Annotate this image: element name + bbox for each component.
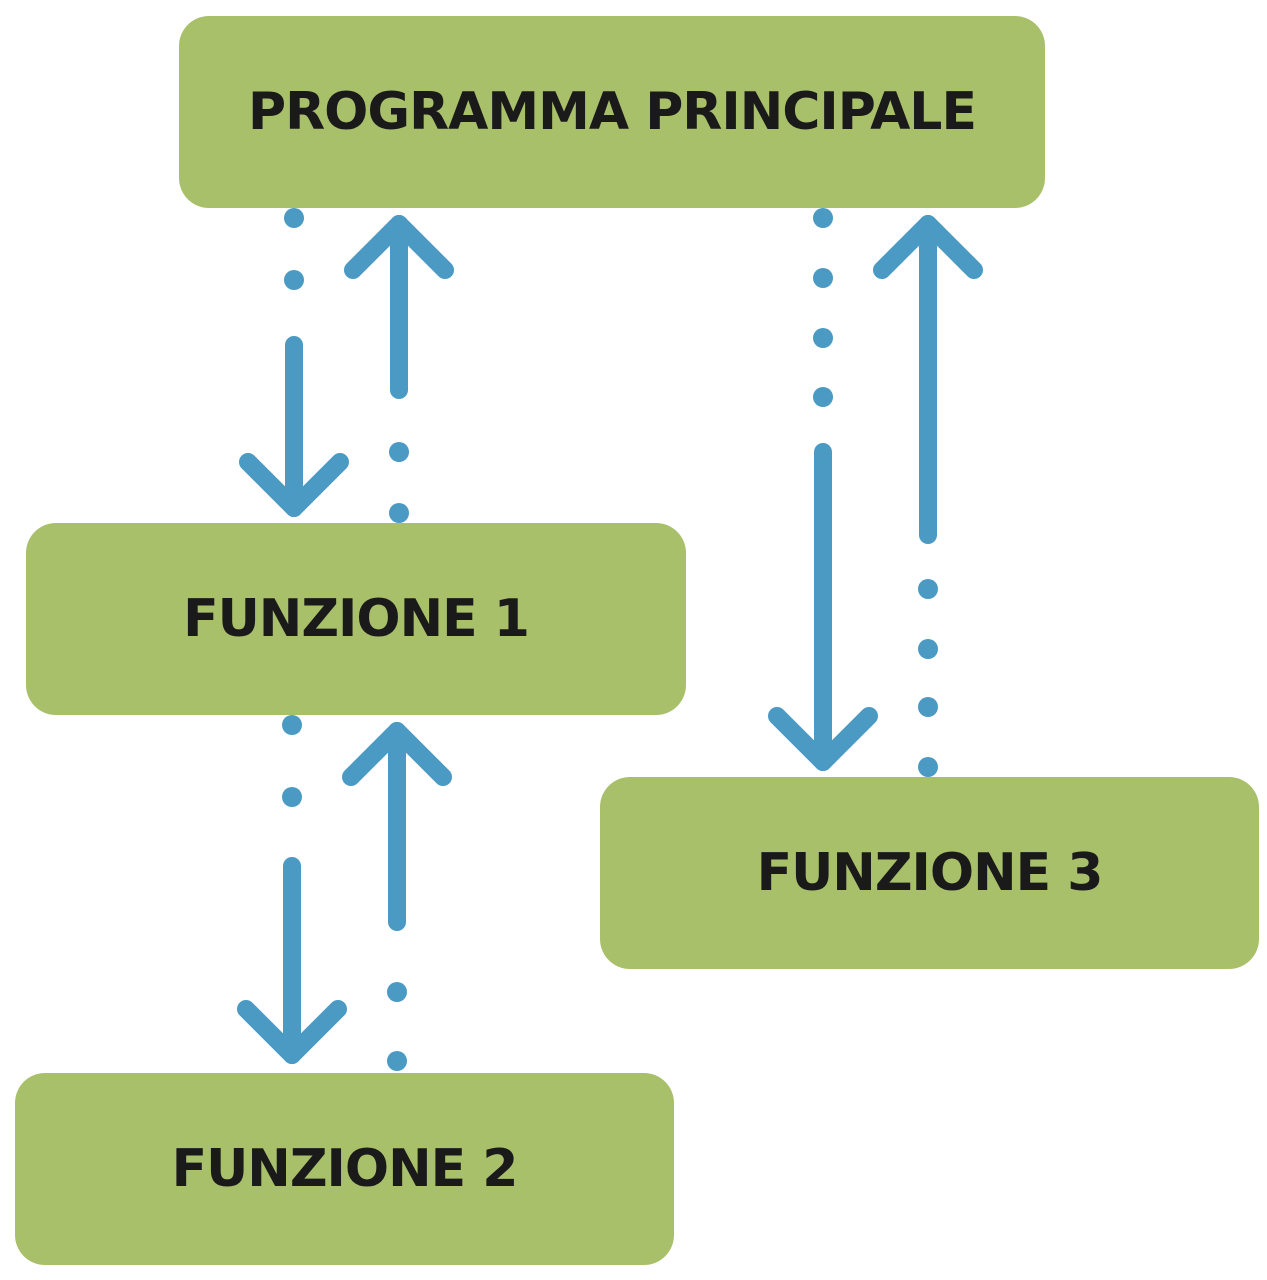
call-arrowhead <box>768 707 878 771</box>
call-dot <box>282 787 302 807</box>
call-dot <box>284 270 304 290</box>
box-funzione-2: FUNZIONE 2 <box>15 1073 674 1265</box>
return-arrowhead <box>342 722 452 786</box>
call-dot <box>813 268 833 288</box>
call-dot <box>813 387 833 407</box>
box-label: FUNZIONE 1 <box>183 589 530 649</box>
box-funzione-3: FUNZIONE 3 <box>600 777 1259 969</box>
return-arrowhead <box>873 215 983 279</box>
call-dot <box>813 328 833 348</box>
call-dot <box>813 208 833 228</box>
return-dot <box>389 442 409 462</box>
return-dot <box>918 697 938 717</box>
box-label: PROGRAMMA PRINCIPALE <box>248 82 977 142</box>
call-arrowhead <box>237 1000 347 1064</box>
return-arrowhead <box>344 215 454 279</box>
box-programma-principale: PROGRAMMA PRINCIPALE <box>179 16 1045 208</box>
box-label: FUNZIONE 2 <box>171 1139 519 1199</box>
return-dot <box>387 982 407 1002</box>
call-arrowhead <box>239 453 349 517</box>
box-funzione-1: FUNZIONE 1 <box>26 523 686 715</box>
return-dot <box>918 639 938 659</box>
return-dot <box>918 579 938 599</box>
return-dot <box>387 1051 407 1071</box>
return-dot <box>389 503 409 523</box>
call-dot <box>282 715 302 735</box>
return-dot <box>918 757 938 777</box>
call-dot <box>284 208 304 228</box>
box-label: FUNZIONE 3 <box>756 843 1104 903</box>
